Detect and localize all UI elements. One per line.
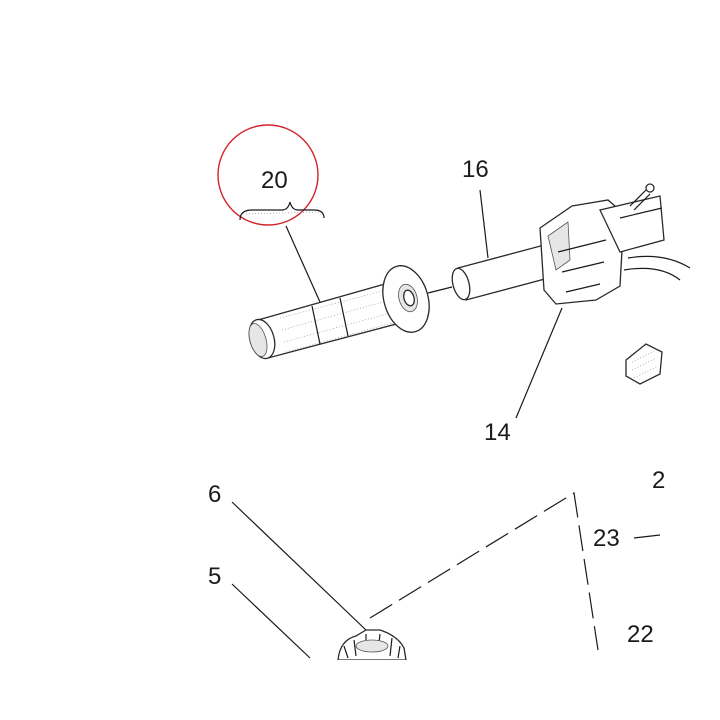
assembly-dashed-line (369, 492, 599, 651)
leader-14 (515, 307, 563, 419)
housing-screw (629, 183, 655, 211)
throttle-tube (451, 243, 557, 301)
callout-14[interactable]: 14 (484, 419, 511, 446)
callout-2-partial[interactable]: 2 (652, 467, 665, 494)
callout-5[interactable]: 5 (208, 563, 221, 590)
callout-16[interactable]: 16 (462, 156, 489, 183)
leader-16 (479, 189, 489, 259)
crop-edge (0, 660, 720, 720)
highlight-circle (217, 124, 319, 226)
small-nut (625, 343, 663, 385)
leader-6 (231, 501, 367, 631)
castle-nut (337, 629, 407, 661)
brace-20 (239, 201, 325, 221)
leader-5 (231, 583, 311, 659)
brace-20-texture (242, 211, 321, 215)
callout-6[interactable]: 6 (208, 481, 221, 508)
callout-23[interactable]: 23 (593, 525, 620, 552)
leader-20 (285, 225, 321, 303)
grip-flange (382, 265, 430, 333)
throttle-housing (539, 195, 691, 305)
leader-23 (633, 534, 661, 539)
callout-20[interactable]: 20 (261, 167, 288, 194)
handlebar-grip (248, 281, 405, 360)
callout-22[interactable]: 22 (627, 621, 654, 648)
axis-line (427, 286, 453, 294)
